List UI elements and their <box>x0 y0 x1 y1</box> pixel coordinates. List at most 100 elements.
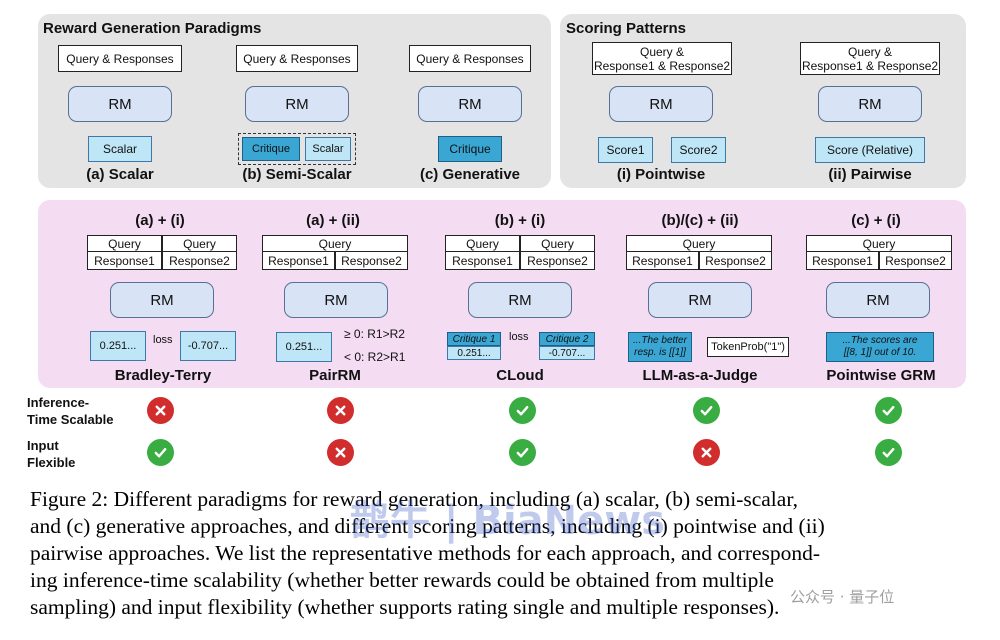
input-flexible-llm-judge-no <box>693 439 720 466</box>
pairrm-value: 0.251... <box>276 332 332 362</box>
judge-rm-box: RM <box>648 282 752 318</box>
input-flexible-bradley-terry-yes <box>147 439 174 466</box>
scalar-output-box: Scalar <box>88 136 152 162</box>
cloud-value2: -0.707... <box>539 346 595 360</box>
judge-critique-line2: resp. is [[1]] <box>634 347 686 358</box>
scoring-patterns-title: Scoring Patterns <box>566 20 687 37</box>
judge-critique-output: ...The better resp. is [[1]] <box>628 332 692 362</box>
check-icon <box>882 406 895 416</box>
caption-i-pointwise: (i) Pointwise <box>616 166 706 183</box>
inference-scalable-pairrm-no <box>327 397 354 424</box>
cross-icon <box>335 447 346 458</box>
pairwise-input-line1: Query & <box>847 44 892 59</box>
caption-line-1: Figure 2: Different paradigms for reward… <box>30 487 798 511</box>
inference-scalable-cloud-yes <box>509 397 536 424</box>
row-label-input-line1: Input <box>27 438 59 453</box>
bt-loss-label: loss <box>153 334 173 346</box>
caption-a-scalar: (a) Scalar <box>86 166 154 183</box>
watermark-main: 鹊牛 | BiaNews <box>350 498 666 544</box>
semi-output-group <box>238 133 356 165</box>
judge-tokenprob-box: TokenProb("1") <box>707 337 789 357</box>
semi-rm-box: RM <box>245 86 349 122</box>
pairrm-condition-ge: ≥ 0: R1>R2 <box>344 327 405 341</box>
generative-input-box: Query & Responses <box>409 45 531 72</box>
bt-query1: Query <box>87 235 162 252</box>
cross-icon <box>701 447 712 458</box>
method-name-cloud: CLoud <box>496 367 544 384</box>
input-flexible-pairrm-no <box>327 439 354 466</box>
generative-rm-box: RM <box>418 86 522 122</box>
cloud-response1: Response1 <box>445 251 520 270</box>
grm-critique-line2: [[8, 1]] out of 10. <box>843 347 917 358</box>
inference-scalable-llm-judge-yes <box>693 397 720 424</box>
row-label-input-line2: Flexible <box>27 455 76 470</box>
caption-line-2: and (c) generative approaches, and diffe… <box>30 514 825 538</box>
generative-critique-box: Critique <box>438 136 502 162</box>
grm-response2: Response2 <box>879 251 952 270</box>
method-header-cloud: (b) + (i) <box>494 212 546 229</box>
pairrm-rm-box: RM <box>284 282 388 318</box>
cloud-critique1: Critique 1 <box>447 332 501 346</box>
watermark-corner: 公众号 · 量子位 <box>790 588 895 606</box>
scalar-rm-box: RM <box>68 86 172 122</box>
pairwise-input-box: Query & Response1 & Response2 <box>800 42 940 75</box>
semi-scalar-box: Scalar <box>305 137 351 161</box>
check-icon <box>154 448 167 458</box>
caption-b-semi-scalar: (b) Semi-Scalar <box>242 166 352 183</box>
bt-response2: Response2 <box>162 251 237 270</box>
judge-response1: Response1 <box>626 251 699 270</box>
grm-critique-output: ...The scores are [[8, 1]] out of 10. <box>826 332 934 362</box>
row-label-input-flexible: Input Flexible <box>27 437 75 471</box>
pointwise-score1-box: Score1 <box>598 137 653 163</box>
pairrm-response1: Response1 <box>262 251 335 270</box>
cross-icon <box>155 405 166 416</box>
pointwise-input-box: Query & Response1 & Response2 <box>592 42 732 75</box>
caption-ii-pairwise: (ii) Pairwise <box>828 166 912 183</box>
semi-critique-box: Critique <box>242 137 300 161</box>
pairrm-query: Query <box>262 235 408 252</box>
check-icon <box>882 448 895 458</box>
bt-value2: -0.707... <box>180 331 236 361</box>
cross-icon <box>335 405 346 416</box>
grm-rm-box: RM <box>826 282 930 318</box>
caption-c-generative: (c) Generative <box>419 166 521 183</box>
input-flexible-pointwise-grm-yes <box>875 439 902 466</box>
input-flexible-cloud-yes <box>509 439 536 466</box>
pairwise-score-relative-box: Score (Relative) <box>815 137 925 163</box>
caption-line-4: ing inference-time scalability (whether … <box>30 568 774 592</box>
cloud-query2: Query <box>520 235 595 252</box>
method-header-bradley-terry: (a) + (i) <box>135 212 185 229</box>
method-header-pairrm: (a) + (ii) <box>306 212 360 229</box>
cloud-loss-label: loss <box>509 331 529 343</box>
check-icon <box>516 406 529 416</box>
caption-line-5: sampling) and input flexibility (whether… <box>30 595 780 619</box>
cloud-value1: 0.251... <box>447 346 501 360</box>
figure-caption: Figure 2: Different paradigms for reward… <box>30 486 975 621</box>
bt-rm-box: RM <box>110 282 214 318</box>
pairwise-input-line2: Response1 & Response2 <box>801 58 939 73</box>
method-name-pairrm: PairRM <box>309 367 361 384</box>
row-label-inference-line2: Time Scalable <box>27 412 114 427</box>
method-name-pointwise-grm: Pointwise GRM <box>826 367 936 384</box>
method-name-llm-judge: LLM-as-a-Judge <box>642 367 758 384</box>
pointwise-input-line1: Query & <box>639 44 684 59</box>
bt-query2: Query <box>162 235 237 252</box>
grm-query: Query <box>806 235 952 252</box>
pairrm-condition-lt: < 0: R2>R1 <box>344 350 406 364</box>
row-label-inference-line1: Inference- <box>27 395 90 410</box>
cloud-response2: Response2 <box>520 251 595 270</box>
judge-response2: Response2 <box>699 251 772 270</box>
semi-input-box: Query & Responses <box>236 45 358 72</box>
bt-response1: Response1 <box>87 251 162 270</box>
judge-critique-line1: ...The better <box>633 335 687 346</box>
pairrm-response2: Response2 <box>335 251 408 270</box>
check-icon <box>516 448 529 458</box>
method-header-llm-judge: (b)/(c) + (ii) <box>661 212 739 229</box>
pointwise-rm-box: RM <box>609 86 713 122</box>
check-icon <box>700 406 713 416</box>
cloud-rm-box: RM <box>468 282 572 318</box>
cloud-critique2: Critique 2 <box>539 332 595 346</box>
method-header-pointwise-grm: (c) + (i) <box>851 212 901 229</box>
pointwise-score2-box: Score2 <box>671 137 726 163</box>
pairwise-rm-box: RM <box>818 86 922 122</box>
